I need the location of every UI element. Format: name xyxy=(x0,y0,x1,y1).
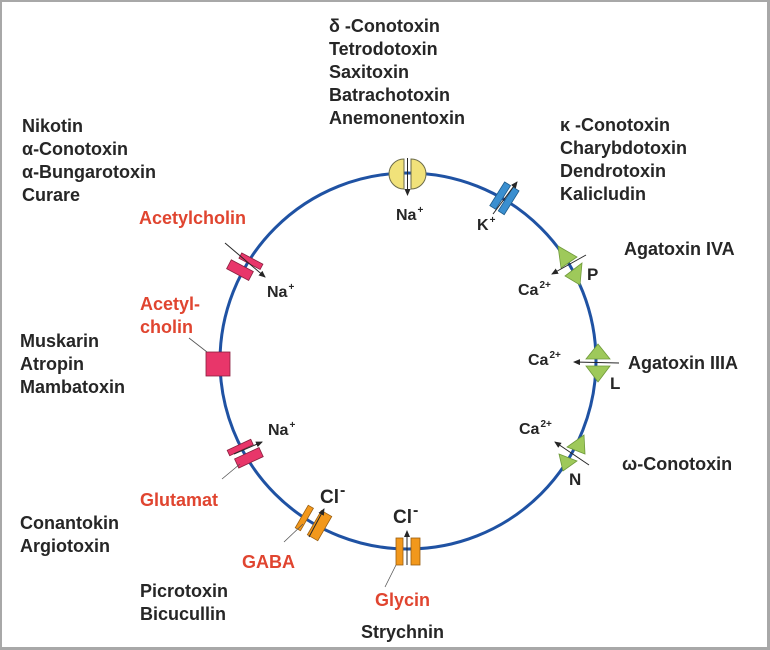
glutamate-receptor xyxy=(226,438,264,469)
ca-p-ion-label: Ca2+ xyxy=(518,280,551,299)
glutamate-pointer xyxy=(221,463,241,480)
toxin-label: Dendrotoxin xyxy=(560,161,666,181)
potassium-ion-label: K+ xyxy=(477,215,496,234)
nicotinic-arrow xyxy=(224,242,266,278)
ca-p-type-label: P xyxy=(587,265,599,284)
toxin-label: Atropin xyxy=(20,354,84,374)
muscarinic-pointer xyxy=(188,337,208,353)
ca-l-toxin: Agatoxin IIIA xyxy=(628,353,739,373)
sodium-channel-toxins: δ -Conotoxin Tetrodotoxin Saxitoxin Batr… xyxy=(329,15,465,130)
glutamate-agonist-label: Glutamat xyxy=(140,490,219,510)
ca-p-toxin: Agatoxin IVA xyxy=(624,239,735,259)
toxin-label: Curare xyxy=(22,185,81,205)
gaba-ion-label: Cl- xyxy=(320,482,346,508)
toxin-label: Saxitoxin xyxy=(329,62,410,82)
ca-l-type-label: L xyxy=(610,374,621,393)
potassium-channel-toxins: κ -Conotoxin Charybdotoxin Dendrotoxin K… xyxy=(560,114,687,206)
potassium-channel xyxy=(489,181,520,216)
toxin-label: Bicucullin xyxy=(140,604,227,624)
muscarinic-agonist-label: Acetyl- cholin xyxy=(140,294,201,337)
toxin-label: Muskarin xyxy=(20,331,100,351)
toxin-label: Tetrodotoxin xyxy=(329,39,438,59)
ca-l-ion-label: Ca2+ xyxy=(528,350,561,369)
toxin-label: α-Bungarotoxin xyxy=(22,162,157,182)
muscarinic-receptor xyxy=(205,351,231,377)
glycine-toxin: Strychnin xyxy=(361,622,445,642)
glycine-agonist-label: Glycin xyxy=(375,590,431,610)
toxin-label: Argiotoxin xyxy=(20,536,110,556)
nicotinic-ion-label: Na+ xyxy=(267,282,295,301)
nicotinic-agonist-label: Acetylcholin xyxy=(139,208,247,228)
potassium-arrow xyxy=(492,181,518,215)
ca-n-type-label: N xyxy=(569,470,582,489)
glutamate-toxins: Conantokin Argiotoxin xyxy=(20,512,119,558)
toxin-label: Picrotoxin xyxy=(140,581,229,601)
toxin-label: δ -Conotoxin xyxy=(329,16,440,36)
sodium-ion-label: Na+ xyxy=(396,205,424,224)
toxin-label: Nikotin xyxy=(22,116,83,136)
toxin-label: Mambatoxin xyxy=(20,377,126,397)
calcium-channel-n xyxy=(554,434,590,472)
nicotinic-toxins: Nikotin α-Conotoxin α-Bungarotoxin Curar… xyxy=(22,115,156,207)
gaba-pointer xyxy=(283,523,304,543)
toxin-label: Kalicludin xyxy=(560,184,647,204)
sodium-channel xyxy=(388,158,427,196)
calcium-channel-p xyxy=(551,245,587,286)
toxin-label: α-Conotoxin xyxy=(22,139,129,159)
glycine-ion-label: Cl- xyxy=(393,502,419,528)
ca-n-toxin: ω-Conotoxin xyxy=(622,454,733,474)
glycine-receptor xyxy=(384,530,421,588)
toxin-label: κ -Conotoxin xyxy=(560,115,671,135)
toxin-label: Batrachotoxin xyxy=(329,85,451,105)
gaba-agonist-label: GABA xyxy=(242,552,295,572)
gaba-arrow xyxy=(308,508,325,538)
muscarinic-toxins: Muskarin Atropin Mambatoxin xyxy=(20,330,125,399)
toxin-label: Conantokin xyxy=(20,513,119,533)
gaba-toxins: Picrotoxin Bicucullin xyxy=(140,580,228,626)
toxin-label: Anemonentoxin xyxy=(329,108,466,128)
toxin-label: Charybdotoxin xyxy=(560,138,688,158)
glutamate-arrow xyxy=(233,441,263,455)
calcium-channel-l xyxy=(573,343,620,383)
ca-n-ion-label: Ca2+ xyxy=(519,419,552,438)
glutamate-ion-label: Na+ xyxy=(268,420,296,439)
